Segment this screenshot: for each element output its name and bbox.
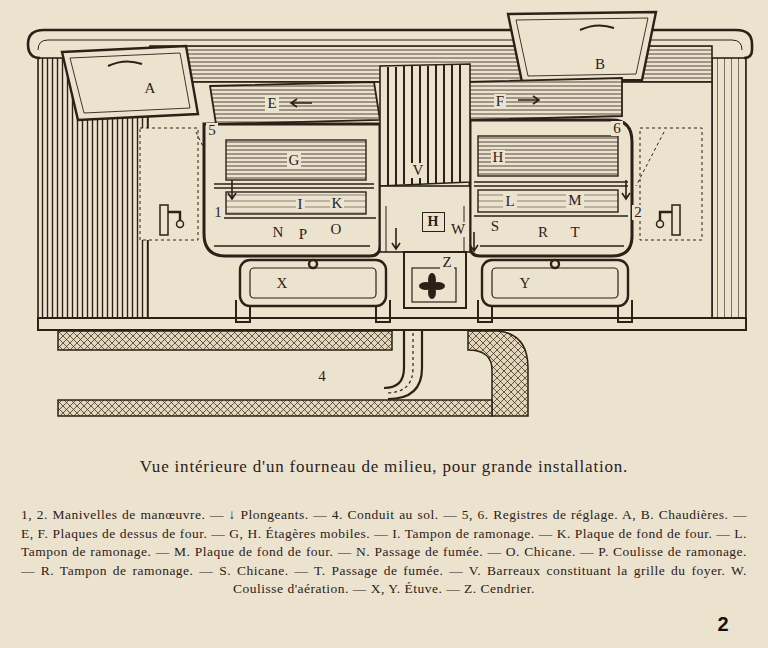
callout-letter: S (489, 219, 501, 234)
downdraft-arrow (392, 228, 400, 249)
boiler-lid (508, 12, 656, 82)
ash-pit (420, 283, 432, 289)
oven-left (204, 124, 380, 256)
oven-right (478, 190, 618, 212)
stove-body (140, 128, 198, 240)
oven-left (226, 140, 366, 180)
legend-key-text: 1, 2. Manivelles de manœuvre. — ↓ Plonge… (21, 506, 747, 599)
warming-drawer (250, 268, 376, 298)
callout-number: 1 (212, 205, 224, 220)
oven-right (474, 216, 628, 246)
crank-handle (660, 212, 672, 220)
callout-letter: L (503, 194, 516, 209)
callout-letter: O (329, 222, 344, 237)
oven-left (226, 192, 366, 214)
oven-right (466, 78, 622, 120)
downdraft-arrow (470, 232, 478, 251)
ground-conduit (58, 331, 528, 416)
callout-letter: Y (518, 276, 533, 291)
downdraft-arrow (228, 180, 630, 251)
oven-right (466, 78, 632, 256)
figure-caption: Vue intérieure d'un fourneau de milieu, … (0, 457, 768, 477)
downdraft-arrow (622, 180, 630, 199)
crank-handle (177, 221, 184, 228)
ash-pit (404, 252, 466, 308)
warming-drawer (240, 260, 386, 306)
oven-right (518, 96, 539, 104)
boiler-lid (108, 61, 142, 66)
oven-right (478, 136, 618, 176)
callout-number: 5 (206, 123, 218, 138)
boiler-lid (62, 46, 198, 120)
ground-conduit (384, 331, 404, 388)
callout-letter: A (143, 81, 158, 96)
callout-letter: V (411, 163, 426, 178)
fire-grate (388, 65, 460, 185)
fire-grate (380, 64, 470, 252)
oven-right (474, 182, 628, 186)
callout-letter: Z (440, 255, 453, 270)
warming-drawer (478, 300, 632, 322)
oven-left (291, 99, 312, 107)
oven-left (212, 218, 376, 246)
callout-letter: K (330, 196, 345, 211)
label-plate: H (422, 212, 445, 232)
callout-letter: X (275, 276, 290, 291)
fire-grate (380, 186, 470, 252)
callout-letter: F (494, 94, 506, 109)
boiler-lid (70, 53, 190, 113)
callout-letter: E (265, 96, 278, 111)
callout-letter: B (593, 57, 607, 72)
downdraft-arrow (228, 180, 236, 199)
ash-pit (404, 252, 466, 308)
callout-number: 2 (632, 205, 644, 220)
ash-pit (412, 268, 456, 302)
page-number: 2 (717, 614, 728, 634)
warming-drawer (309, 260, 317, 268)
warming-drawer (482, 260, 628, 306)
callout-number: 6 (611, 121, 623, 136)
ground-conduit (58, 331, 392, 350)
stove-body (712, 58, 746, 320)
callout-letter: T (568, 225, 581, 240)
callout-letter: I (296, 197, 305, 212)
stove-body (640, 128, 702, 240)
oven-left (214, 184, 374, 188)
crank-handle (657, 221, 664, 228)
fire-grate (380, 64, 470, 186)
callout-letter: M (566, 193, 583, 208)
warming-drawer (236, 300, 390, 322)
callout-letter: G (287, 153, 302, 168)
callout-letter: W (449, 222, 467, 237)
callout-number: 4 (316, 369, 328, 384)
ground-conduit (58, 400, 492, 416)
callout-letter: N (271, 225, 286, 240)
ash-pit (432, 283, 444, 289)
crank-handle (672, 205, 680, 235)
ground-conduit (386, 333, 413, 393)
ground-conduit (388, 331, 422, 399)
boiler-lid (580, 25, 614, 30)
warming-drawer (551, 260, 559, 268)
crank-handle (160, 205, 168, 235)
plate-letter: H (428, 215, 439, 229)
boiler-lid (516, 18, 648, 76)
warming-drawer (236, 260, 632, 322)
warming-drawer (492, 268, 618, 298)
crank-handle (168, 212, 180, 220)
callout-letter: P (297, 227, 309, 242)
callout-letter: H (491, 150, 506, 165)
oven-right (470, 120, 632, 256)
oven-left (210, 82, 380, 124)
callout-letter: R (536, 225, 550, 240)
oven-left (204, 82, 380, 256)
stove-body (38, 318, 746, 330)
